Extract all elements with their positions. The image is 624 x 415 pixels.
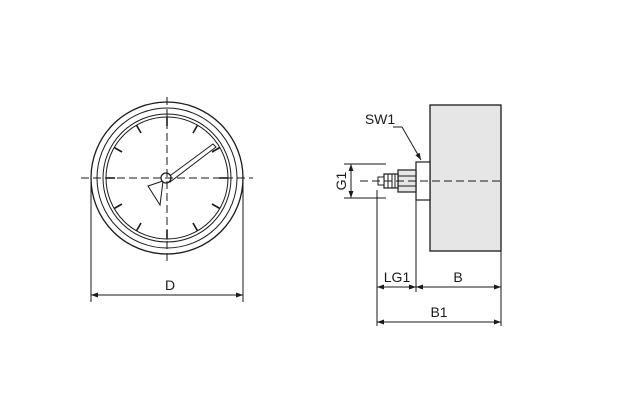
side-view: G1 SW1 LG1 B B1 xyxy=(333,104,502,326)
scale-tick xyxy=(211,146,221,153)
scale-tick xyxy=(135,124,142,134)
scale-tick xyxy=(113,146,123,153)
scale-tick xyxy=(113,203,123,210)
gauge-case-body xyxy=(429,104,502,252)
scale-tick xyxy=(192,124,199,134)
b1-dimension-label: B1 xyxy=(430,304,447,320)
scale-tick xyxy=(192,222,199,232)
lg1-dimension-label: LG1 xyxy=(384,269,411,285)
d-dimension-label: D xyxy=(165,277,175,293)
g1-dimension-label: G1 xyxy=(333,171,349,190)
b-dimension-label: B xyxy=(453,269,462,285)
scale-tick xyxy=(211,203,221,210)
front-view: D xyxy=(81,97,253,302)
scale-tick xyxy=(135,222,142,232)
sw1-leader-line xyxy=(401,126,422,161)
gauge-pointer-counterweight xyxy=(147,180,164,207)
gauge-pointer xyxy=(166,143,217,183)
sw1-label: SW1 xyxy=(365,111,396,127)
